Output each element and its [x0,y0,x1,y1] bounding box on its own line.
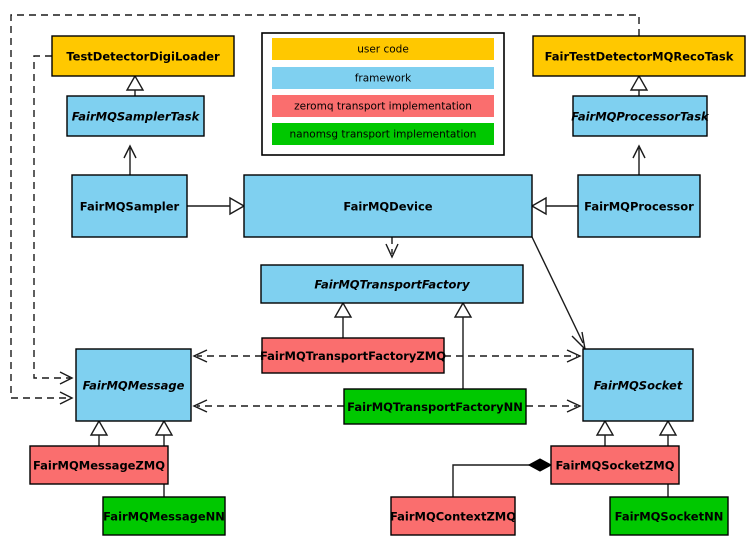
class-box-FairMQMessage[interactable] [75,348,192,422]
edge-tfzmq-to-socket [444,349,582,363]
class-node-FairMQProcessor[interactable]: FairMQProcessor [577,174,701,238]
edge-tfzmq-to-message [192,349,262,363]
class-box-FairTestDetectorMQRecoTask[interactable] [532,35,746,77]
legend-swatch-zeromq [272,95,494,117]
edge-processor-to-device [530,196,578,216]
class-node-FairMQMessage[interactable]: FairMQMessage [75,348,192,422]
class-node-FairMQSamplerTask[interactable]: FairMQSamplerTask [66,95,205,137]
edge-messagezmq-to-message [89,419,109,446]
edge-tfnn-to-message [192,399,344,413]
edge-digiloader-to-message [33,55,74,385]
legend-swatch-framework [272,67,494,89]
class-box-FairMQSamplerTask[interactable] [66,95,205,137]
class-box-FairMQSocketNN[interactable] [609,496,729,536]
class-box-TestDetectorDigiLoader[interactable] [51,35,235,77]
class-box-FairMQSampler[interactable] [71,174,188,238]
edge-sampler-to-device [187,196,246,216]
class-node-FairMQDevice[interactable]: FairMQDevice [243,174,533,238]
edge-device-to-transportfactory [385,237,399,259]
legend-swatch-user-code [272,38,494,60]
class-box-FairMQProcessorTask[interactable] [572,95,708,137]
class-node-FairMQTransportFactoryNN[interactable]: FairMQTransportFactoryNN [343,388,527,425]
class-box-FairMQMessageNN[interactable] [102,496,226,536]
class-box-FairMQContextZMQ[interactable] [390,496,516,536]
class-box-FairMQSocketZMQ[interactable] [550,445,680,485]
edge-tfnn-to-socket [526,399,582,413]
edge-device-to-socket [531,236,587,352]
class-box-FairMQTransportFactory[interactable] [260,264,524,304]
class-node-FairMQProcessorTask[interactable]: FairMQProcessorTask [571,95,710,137]
class-box-FairMQTransportFactoryNN[interactable] [343,388,527,425]
class-node-FairMQSocketNN[interactable]: FairMQSocketNN [609,496,729,536]
class-node-FairMQTransportFactory[interactable]: FairMQTransportFactory [260,264,524,304]
edge-samplertask-to-digiloader [125,74,145,96]
edge-tfnn-to-transportfactory [453,301,473,389]
legend: user code framework zeromq transport imp… [261,32,505,156]
edge-recotask-to-message [10,14,640,405]
edge-socketzmq-to-socket [595,419,615,446]
edge-socketzmq-composition-contextzmq [452,458,553,497]
class-box-FairMQProcessor[interactable] [577,174,701,238]
class-box-FairMQSocket[interactable] [582,348,694,422]
class-node-FairMQSocket[interactable]: FairMQSocket [582,348,694,422]
class-node-FairMQMessageZMQ[interactable]: FairMQMessageZMQ [29,445,169,485]
legend-swatch-nanomsg [272,123,494,145]
class-node-FairMQContextZMQ[interactable]: FairMQContextZMQ [390,496,516,536]
edge-processor-to-processortask [632,144,646,175]
class-node-FairTestDetectorMQRecoTask[interactable]: FairTestDetectorMQRecoTask [532,35,746,77]
class-box-FairMQTransportFactoryZMQ[interactable] [261,337,445,374]
class-node-FairMQSampler[interactable]: FairMQSampler [71,174,188,238]
class-node-FairMQSocketZMQ[interactable]: FairMQSocketZMQ [550,445,680,485]
edge-layer: FairMQMessage (dependency, routed left, … [10,14,678,497]
class-node-FairMQTransportFactoryZMQ[interactable]: FairMQTransportFactoryZMQ [260,337,446,374]
class-node-TestDetectorDigiLoader[interactable]: TestDetectorDigiLoader [51,35,235,77]
edge-processortask-to-recotask [629,74,649,96]
class-box-FairMQDevice[interactable] [243,174,533,238]
class-node-FairMQMessageNN[interactable]: FairMQMessageNN [102,496,226,536]
edge-sampler-to-samplertask [123,144,137,175]
edge-tfzmq-to-transportfactory [333,301,353,338]
class-box-FairMQMessageZMQ[interactable] [29,445,169,485]
